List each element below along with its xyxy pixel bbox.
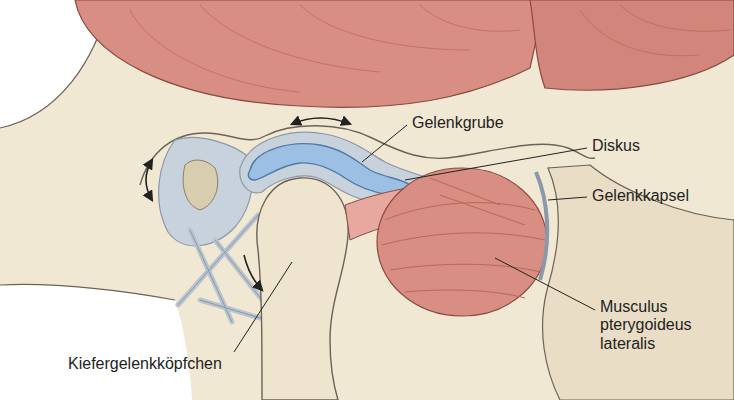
joint-capsule <box>536 172 547 280</box>
leader-line <box>234 125 595 352</box>
part-label: Diskus <box>592 137 640 155</box>
part-label: Gelenkgrube <box>412 114 504 132</box>
temporal-muscle <box>75 0 734 107</box>
part-label: Gelenkkapsel <box>592 187 689 205</box>
articular-disc <box>248 144 411 196</box>
bone <box>543 165 734 400</box>
condyle <box>257 178 348 400</box>
part-label: Musculus pterygoideus lateralis <box>600 298 712 353</box>
pterygoid-muscle <box>345 168 547 316</box>
movement-arrow <box>146 118 350 290</box>
background <box>0 284 192 400</box>
part-label: Kiefergelenkköpfchen <box>68 355 222 373</box>
